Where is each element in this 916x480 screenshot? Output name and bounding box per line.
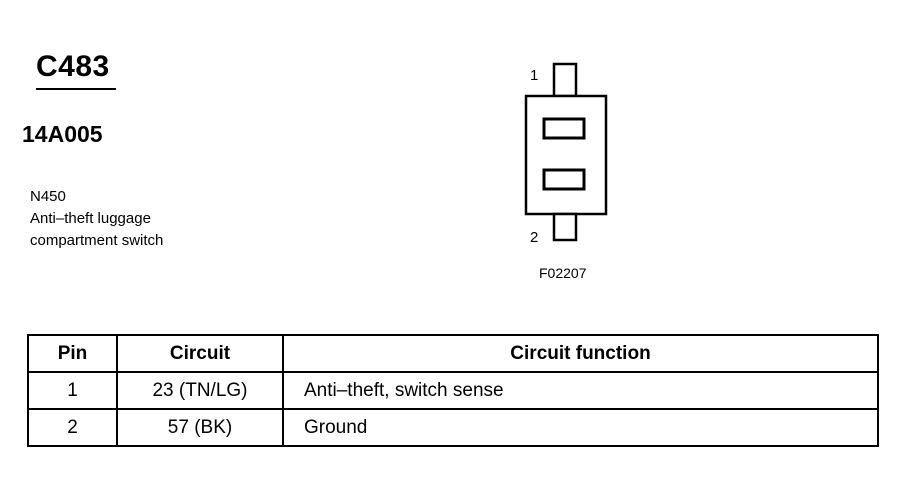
cell-circuit: 23 (TN/LG) — [116, 371, 284, 410]
cell-circuit: 57 (BK) — [116, 408, 284, 447]
connector-body — [524, 94, 608, 216]
connector-id-underline — [36, 88, 116, 90]
connector-id: C483 — [36, 50, 110, 83]
header-circuit-function: Circuit function — [282, 334, 879, 373]
connector-face-diagram: 1 2 — [524, 62, 608, 246]
table-row: 1 23 (TN/LG) Anti–theft, switch sense — [27, 371, 879, 410]
terminal-cavity-2 — [542, 168, 586, 191]
part-number: 14A005 — [22, 121, 103, 147]
pin-1-tab — [552, 62, 578, 98]
pin-2-tab — [552, 212, 578, 242]
figure-code: F02207 — [539, 265, 587, 281]
header-pin: Pin — [27, 334, 118, 373]
component-code: N450 — [30, 188, 66, 205]
table-header-row: Pin Circuit Circuit function — [27, 334, 879, 373]
pin-2-label: 2 — [530, 229, 538, 246]
cell-pin: 1 — [27, 371, 118, 410]
table-row: 2 57 (BK) Ground — [27, 408, 879, 447]
component-description: N450 Anti–theft luggage compartment swit… — [30, 186, 163, 252]
pin-table: Pin Circuit Circuit function 1 23 (TN/LG… — [27, 334, 879, 447]
component-description-line1: Anti–theft luggage — [30, 210, 151, 227]
cell-circuit-function: Anti–theft, switch sense — [282, 371, 879, 410]
component-description-line2: compartment switch — [30, 232, 164, 249]
cell-circuit-function: Ground — [282, 408, 879, 447]
terminal-cavity-1 — [542, 117, 586, 140]
header-circuit: Circuit — [116, 334, 284, 373]
pin-1-label: 1 — [530, 67, 538, 84]
cell-pin: 2 — [27, 408, 118, 447]
